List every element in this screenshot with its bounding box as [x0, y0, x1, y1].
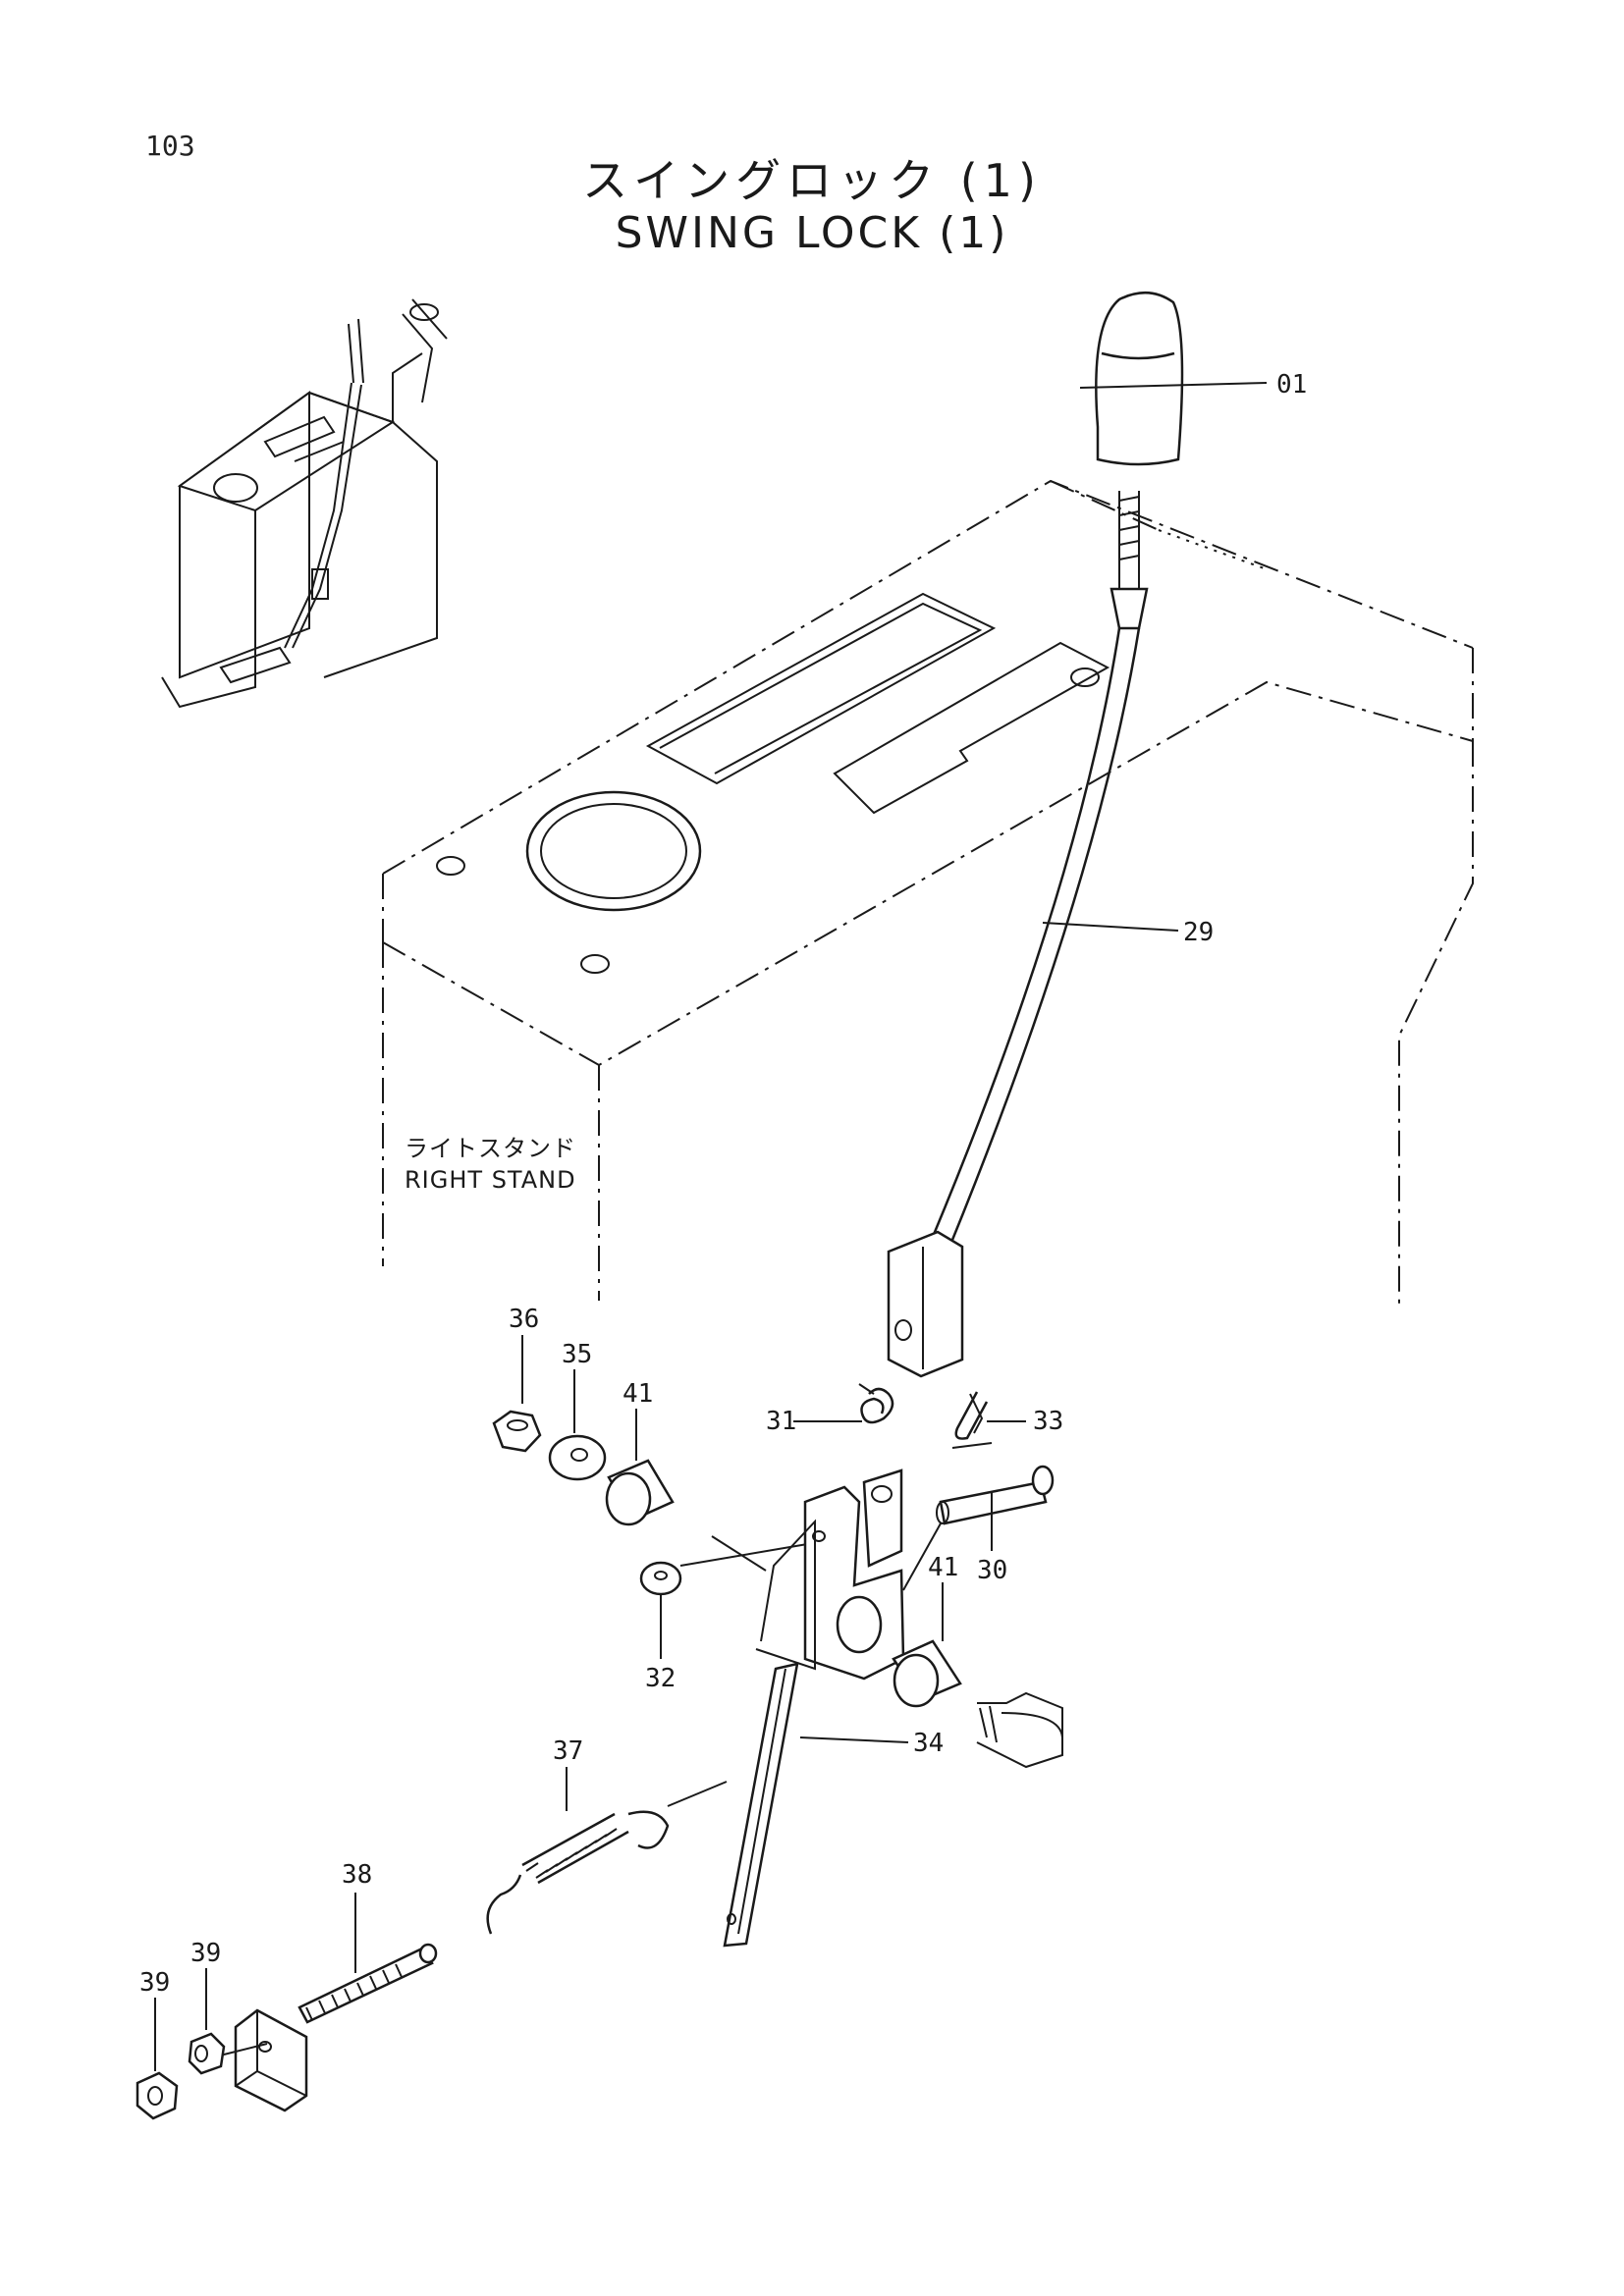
- callout-33: 33: [1033, 1407, 1063, 1436]
- right-stand-outline: [382, 479, 1474, 1306]
- right-stand-label: ライトスタンド RIGHT STAND: [405, 1135, 576, 1194]
- callout-34: 34: [913, 1729, 944, 1758]
- callout-30: 30: [977, 1556, 1007, 1585]
- callout-41-upper: 41: [623, 1379, 653, 1409]
- locator-inset: [161, 298, 448, 709]
- title-japanese: スイングロック (1): [582, 154, 1042, 207]
- callout-41-lower: 41: [928, 1553, 958, 1582]
- spring-assembly: [135, 1767, 728, 2120]
- callout-29: 29: [1183, 918, 1214, 947]
- callout-32: 32: [645, 1664, 676, 1693]
- callout-39-right: 39: [190, 1939, 221, 1968]
- callout-31: 31: [766, 1407, 796, 1436]
- callout-39-left: 39: [139, 1968, 170, 1998]
- lever-assembly: [887, 292, 1268, 1378]
- hardware-cluster: [492, 1335, 826, 1659]
- page-number: 103: [145, 130, 195, 162]
- stand-label-en: RIGHT STAND: [405, 1166, 576, 1194]
- stand-label-jp: ライトスタンド: [405, 1135, 576, 1162]
- title-english: SWING LOCK (1): [615, 208, 1009, 258]
- callout-01: 01: [1276, 370, 1307, 400]
- bracket-assembly: [723, 1383, 1063, 1948]
- callout-37: 37: [553, 1736, 583, 1766]
- callout-35: 35: [562, 1340, 592, 1369]
- callout-38: 38: [342, 1860, 372, 1890]
- callout-36: 36: [509, 1305, 539, 1334]
- callout-labels: 01 29 36 35 41 31 33 30 41 32 34 37 38 3…: [139, 370, 1307, 1998]
